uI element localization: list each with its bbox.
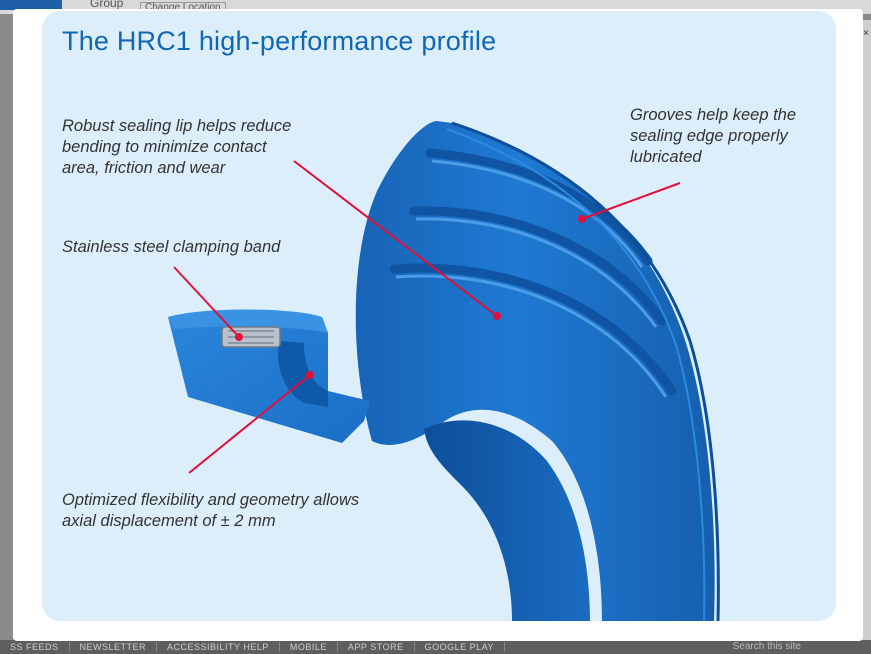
seal-inner-bore — [424, 420, 590, 621]
groove-2-highlight — [415, 217, 658, 328]
footer-link-accessibility[interactable]: ACCESSIBILITY HELP — [157, 642, 280, 652]
annotation-flexibility: Optimized flexibility and geometry allow… — [62, 491, 360, 530]
background-page-edge — [862, 20, 871, 640]
annotation-clamping-band: Stainless steel clamping band — [62, 238, 281, 256]
footer-link-newsletter[interactable]: NEWSLETTER — [70, 642, 158, 652]
flange-top — [168, 309, 328, 333]
seal-illustration — [168, 121, 720, 621]
annotation-grooves: Grooves help keep the sealing edge prope… — [630, 106, 797, 166]
groove-1-highlight — [431, 159, 644, 268]
groove-3 — [389, 263, 677, 396]
footer-link-app-store[interactable]: APP STORE — [338, 642, 415, 652]
company-logo[interactable] — [0, 0, 62, 10]
groove-2 — [409, 206, 667, 326]
flange — [168, 317, 370, 443]
rim-line-2 — [446, 128, 706, 621]
pointer-clamping-band — [173, 266, 243, 341]
pointer-grooves — [578, 182, 681, 223]
groove-3-highlight — [395, 274, 668, 398]
background-footer: SS FEEDS NEWSLETTER ACCESSIBILITY HELP M… — [0, 640, 871, 654]
infographic-panel: The HRC1 high-performance profile Robust… — [42, 11, 836, 621]
footer-link-google-play[interactable]: GOOGLE PLAY — [415, 642, 505, 652]
infographic-title: The HRC1 high-performance profile — [62, 26, 497, 56]
footer-link-rss[interactable]: SS FEEDS — [0, 642, 70, 652]
header-group-label: Group — [90, 0, 124, 10]
pointer-flexibility — [188, 371, 314, 474]
rim-line-1 — [451, 121, 720, 621]
pointer-sealing-lip — [293, 160, 501, 320]
footer-link-mobile[interactable]: MOBILE — [280, 642, 338, 652]
search-input[interactable]: Search this site — [732, 641, 801, 652]
annotation-sealing-lip: Robust sealing lip helps reduce bending … — [62, 117, 292, 177]
close-icon[interactable]: × — [863, 28, 869, 39]
lightbox: The HRC1 high-performance profile Robust… — [13, 9, 863, 641]
